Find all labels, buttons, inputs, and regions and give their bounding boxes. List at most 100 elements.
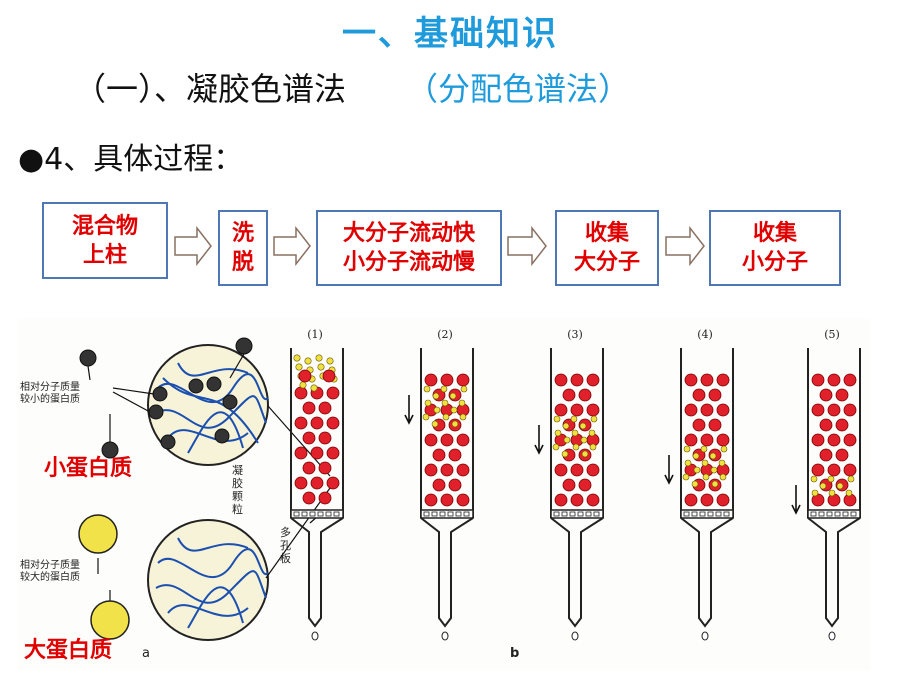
small-molecule-icon [719, 473, 727, 481]
gel-bead-icon [326, 416, 340, 430]
flow-arrow-icon [174, 225, 212, 267]
gel-bead-icon [586, 403, 600, 417]
small-molecule-icon [700, 445, 708, 453]
large-protein-icon [90, 600, 130, 640]
gel-bead-icon [586, 373, 600, 387]
small-protein-icon [160, 434, 176, 450]
small-molecule-icon [580, 436, 588, 444]
small-molecule-icon [702, 473, 710, 481]
small-molecule-icon [710, 466, 718, 474]
small-molecule-icon [572, 443, 580, 451]
small-molecule-icon [460, 385, 468, 393]
plate-hole [585, 511, 592, 517]
plate-hole [699, 511, 706, 517]
small-protein-note: 相对分子质量 较小的蛋白质 [20, 382, 80, 405]
column-number-label: (2) [437, 328, 453, 341]
porous-plate [550, 509, 604, 519]
section-heading-alt: （分配色谱法） [406, 70, 631, 108]
gel-bead-icon [700, 403, 714, 417]
plate-hole [691, 511, 698, 517]
small-protein-icon [152, 386, 168, 402]
small-molecule-icon [458, 399, 466, 407]
gel-bead-icon [432, 478, 446, 492]
small-protein-icon [222, 394, 238, 410]
plate-hole [301, 511, 308, 517]
gel-bead-icon [424, 373, 438, 387]
gel-bead-icon [811, 463, 825, 477]
small-molecule-icon [431, 420, 439, 428]
gel-bead-icon [456, 493, 470, 507]
small-molecule-icon [581, 450, 589, 458]
plate-hole [325, 511, 332, 517]
gel-bead-icon [570, 403, 584, 417]
small-protein-icon [235, 337, 253, 355]
gel-bead-icon [716, 433, 730, 447]
small-protein-icon [79, 349, 97, 367]
gel-bead-icon [294, 416, 308, 430]
flow-step-collect-small: 收集 小分子 [709, 210, 841, 286]
small-molecule-icon [424, 399, 432, 407]
gel-chromatography-figure: (1)(2)(3)(4)(5) 相对分子质量 较小的蛋白质 小蛋白质 相对分子质… [18, 318, 870, 670]
gel-bead-icon [700, 433, 714, 447]
gel-bead-icon [716, 403, 730, 417]
gel-bead-icon [827, 373, 841, 387]
drop-icon [828, 631, 836, 641]
porous-plate [290, 509, 344, 519]
drop-icon [441, 631, 449, 641]
gel-bead-icon [440, 493, 454, 507]
plate-hole [463, 511, 470, 517]
gel-bead-icon [700, 373, 714, 387]
plate-hole [309, 511, 316, 517]
gel-bead-icon [684, 433, 698, 447]
gel-bead-icon [432, 448, 446, 462]
small-molecule-icon [589, 443, 597, 451]
gel-bead-icon [554, 403, 568, 417]
flow-arrow-icon [273, 225, 311, 267]
gel-bead-icon [835, 418, 849, 432]
gel-bead-icon [708, 388, 722, 402]
plate-hole [826, 511, 833, 517]
small-molecule-icon [682, 473, 690, 481]
small-molecule-icon [819, 482, 827, 490]
plate-hole [333, 511, 340, 517]
gel-bead-icon [835, 388, 849, 402]
plate-hole [431, 511, 438, 517]
small-protein-label: 小蛋白质 [44, 456, 133, 481]
small-molecule-icon [692, 452, 700, 460]
gel-bead-icon [456, 373, 470, 387]
small-molecule-icon [811, 489, 819, 497]
gel-bead-icon [562, 388, 576, 402]
column-wall [420, 348, 474, 518]
gel-bead-icon [692, 418, 706, 432]
plate-hole [561, 511, 568, 517]
down-arrow-icon [791, 485, 801, 515]
column-wall [680, 348, 734, 518]
small-molecule-icon [451, 420, 459, 428]
plate-hole [818, 511, 825, 517]
small-molecule-icon [683, 445, 691, 453]
gel-bead-icon [440, 433, 454, 447]
small-protein-icon [206, 376, 222, 392]
small-molecule-icon [442, 413, 450, 421]
small-molecule-icon [441, 399, 449, 407]
column-outlet [807, 517, 861, 628]
gel-bead-icon [843, 403, 857, 417]
gel-bead-icon [570, 463, 584, 477]
gel-bead-icon [819, 388, 833, 402]
gel-bead-icon [440, 373, 454, 387]
gel-bead-icon [448, 478, 462, 492]
gel-bead-icon [586, 463, 600, 477]
plate-hole [683, 511, 690, 517]
panel-a [78, 337, 331, 641]
gel-bead-icon [302, 491, 316, 505]
gel-bead-icon [302, 431, 316, 445]
gel-bead-icon [811, 433, 825, 447]
plate-hole [317, 511, 324, 517]
down-arrow-icon [664, 455, 674, 485]
small-molecule-icon [579, 422, 587, 430]
gel-bead-icon [827, 433, 841, 447]
drop-icon [311, 631, 319, 641]
small-molecule-icon [718, 459, 726, 467]
panel-b-columns: (1)(2)(3)(4)(5) [290, 328, 861, 641]
plate-hole [553, 511, 560, 517]
